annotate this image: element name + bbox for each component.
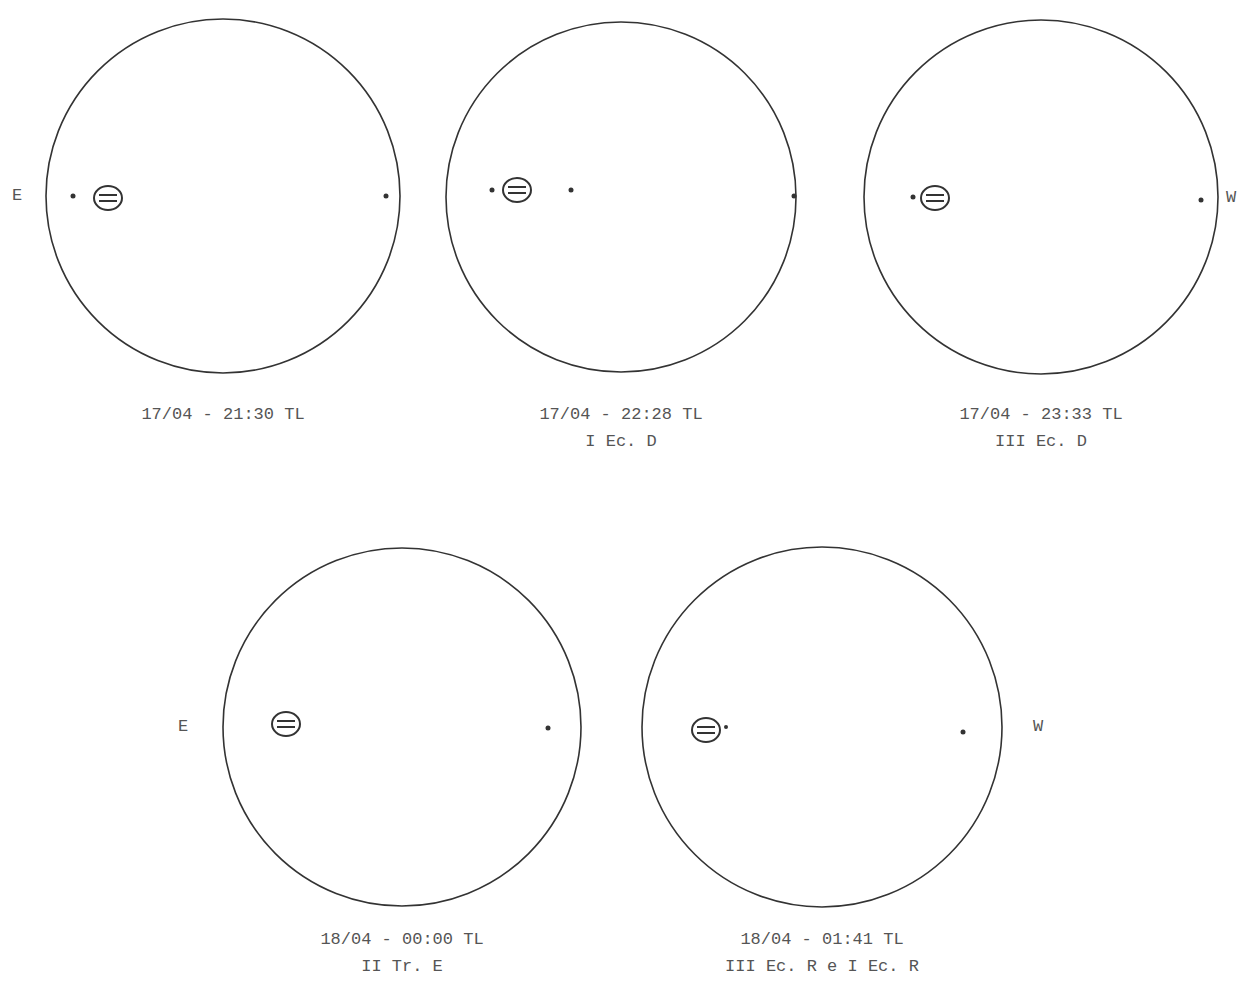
- field-of-view-circle: 18/04 - 01:41 TL III Ec. R e I Ec. R: [641, 546, 1003, 981]
- field-of-view-circle: 17/04 - 23:33 TL III Ec. D: [863, 19, 1219, 456]
- field-of-view-circle: 18/04 - 00:00 TL II Tr. E: [222, 547, 582, 981]
- circle-outline: [445, 21, 797, 373]
- circle-outline: [641, 546, 1003, 908]
- field-of-view-circle: 17/04 - 21:30 TL: [45, 18, 401, 456]
- field-of-view-circle: 17/04 - 22:28 TL I Ec. D: [445, 21, 797, 456]
- date-time-caption: 17/04 - 23:33 TL: [863, 405, 1219, 425]
- date-time-caption: 18/04 - 01:41 TL: [641, 930, 1003, 950]
- date-time-caption: 18/04 - 00:00 TL: [222, 930, 582, 950]
- circle-outline: [863, 19, 1219, 375]
- circle-outline: [45, 18, 401, 374]
- event-caption: III Ec. D: [863, 432, 1219, 452]
- event-caption: II Tr. E: [222, 957, 582, 977]
- direction-label: W: [1226, 188, 1236, 208]
- direction-label: W: [1033, 717, 1043, 737]
- event-caption: I Ec. D: [445, 432, 797, 452]
- date-time-caption: 17/04 - 21:30 TL: [45, 405, 401, 425]
- direction-label: E: [178, 717, 188, 737]
- direction-label: E: [12, 186, 22, 206]
- date-time-caption: 17/04 - 22:28 TL: [445, 405, 797, 425]
- circle-outline: [222, 547, 582, 907]
- event-caption: III Ec. R e I Ec. R: [641, 957, 1003, 977]
